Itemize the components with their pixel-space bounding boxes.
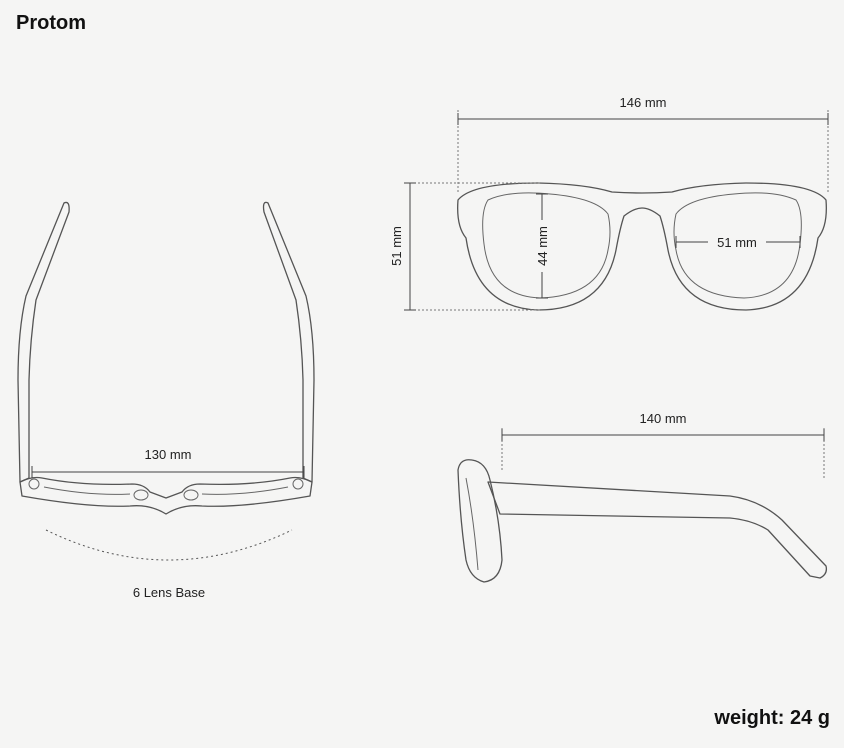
front-view-frame [457,182,827,311]
top-view-right-nose-pad [183,489,199,501]
top-view: 130 mm 6 Lens Base [17,201,315,600]
lens-height-label-bg [533,220,551,272]
top-view-lens-curve [43,486,289,495]
side-view: 140 mm [457,411,828,583]
lens-width-label: 51 mm [717,235,757,250]
top-view-right-temple [262,201,315,483]
lens-height-label: 44 mm [535,226,550,266]
weight-label: weight: 24 g [714,707,830,729]
top-view-frame-front [19,476,313,515]
side-view-temple [487,481,828,579]
top-view-left-hinge [28,478,40,490]
front-view: 146 mm 51 mm 44 mm 51 mm [389,95,829,311]
temple-length-label: 140 mm [640,411,687,426]
top-view-left-nose-pad [133,489,149,501]
side-view-frame-inner [465,477,479,571]
inner-width-label: 130 mm [145,447,192,462]
top-view-left-temple [17,201,70,483]
lens-base-label: 6 Lens Base [133,585,205,600]
top-view-right-hinge [292,478,304,490]
total-width-label: 146 mm [620,95,667,110]
frame-height-label: 51 mm [389,226,404,266]
side-view-frame-front [457,459,503,583]
lens-base-arc [45,529,293,561]
product-title: Protom [16,12,86,34]
front-view-left-lens [482,192,611,299]
